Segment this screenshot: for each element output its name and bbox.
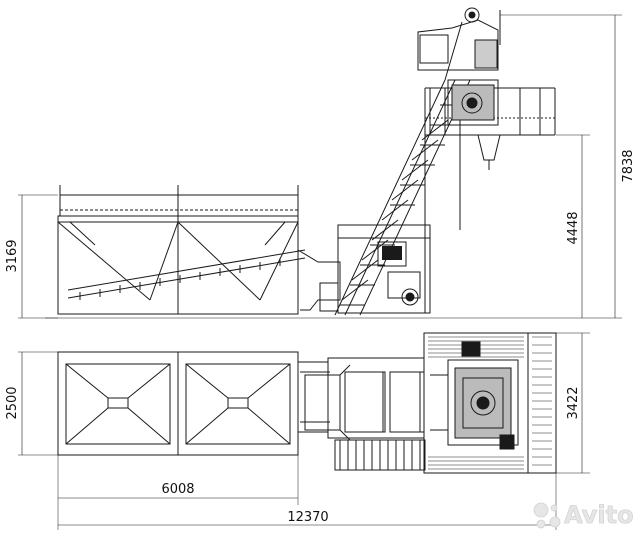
avito-watermark: Avito <box>533 501 634 529</box>
avito-logo-icon <box>533 502 561 529</box>
plan-view <box>18 332 590 530</box>
watermark-text: Avito <box>564 501 634 529</box>
dim-platform-height: 4448 <box>566 211 581 244</box>
dim-plan-depth: 3422 <box>566 386 581 419</box>
dim-bin-length: 6008 <box>161 482 194 497</box>
dim-overall-length: 12370 <box>287 510 328 525</box>
dim-plan-width: 2500 <box>5 386 20 419</box>
dim-bin-height: 3169 <box>5 239 20 272</box>
side-view <box>18 7 622 319</box>
dim-overall-height: 7838 <box>621 149 636 182</box>
